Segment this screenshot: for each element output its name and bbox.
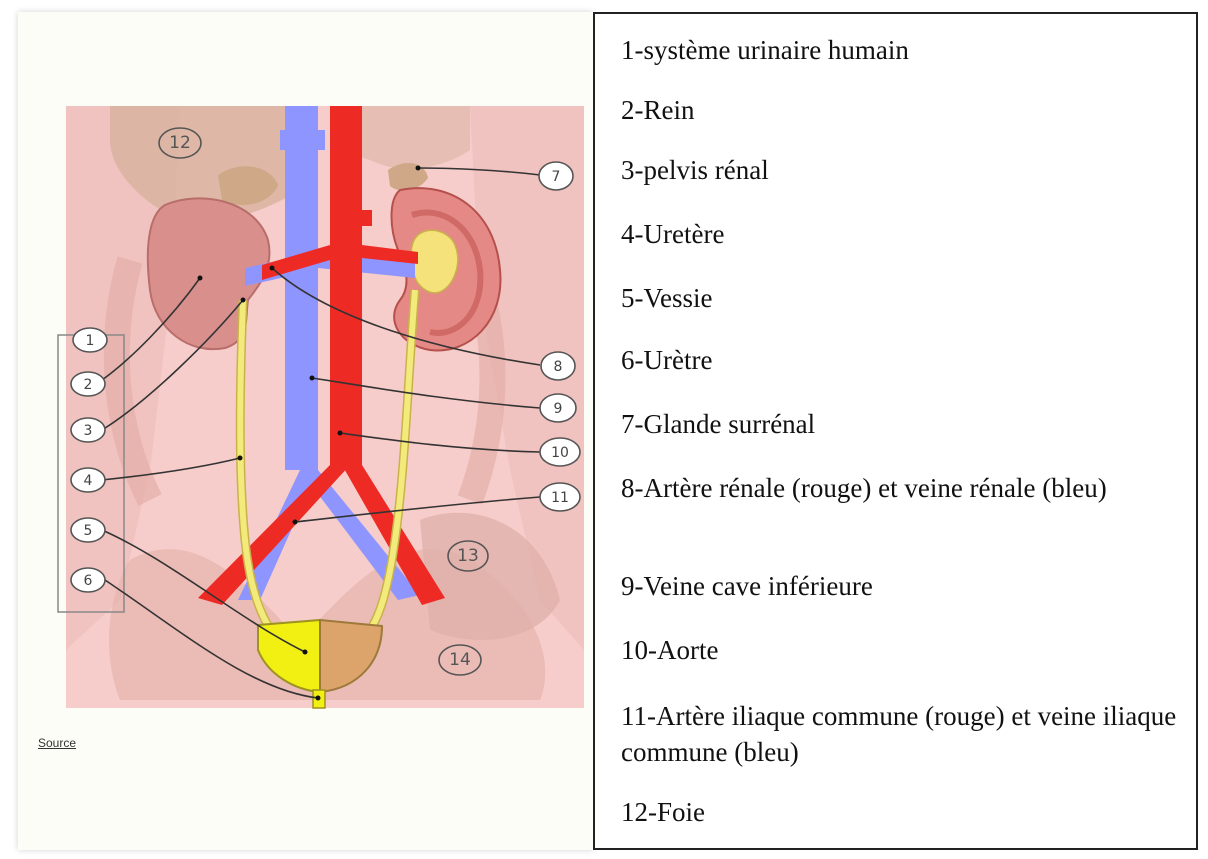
dot-10 <box>338 431 343 436</box>
callout-number: 1 <box>86 333 95 349</box>
aorta <box>330 106 362 470</box>
legend-item-1: 1-système urinaire humain <box>621 32 1181 68</box>
callout-9: 9 <box>540 394 576 422</box>
legend-item-12: 12-Foie <box>621 794 1181 830</box>
callout-4: 4 <box>71 468 105 492</box>
dot-9 <box>310 376 315 381</box>
callout-number: 13 <box>457 546 479 566</box>
dot-3 <box>241 298 246 303</box>
callout-number: 8 <box>554 359 563 375</box>
legend-item-6: 6-Urètre <box>621 342 1181 378</box>
callout-8: 8 <box>541 352 575 380</box>
dot-5 <box>303 650 308 655</box>
dot-2 <box>198 276 203 281</box>
callout-number: 14 <box>449 650 471 670</box>
callout-number: 3 <box>84 423 93 439</box>
callout-7: 7 <box>539 162 573 190</box>
dot-7 <box>416 166 421 171</box>
callout-number: 12 <box>169 133 191 153</box>
dot-8 <box>270 266 275 271</box>
callout-3: 3 <box>71 418 105 442</box>
callout-1: 1 <box>73 328 107 352</box>
legend-item-11: 11-Artère iliaque commune (rouge) et vei… <box>621 698 1181 770</box>
legend-item-10: 10-Aorte <box>621 632 1181 668</box>
legend-item-3: 3-pelvis rénal <box>621 152 1181 188</box>
callout-number: 7 <box>552 169 561 185</box>
dot-4 <box>238 456 243 461</box>
legend-item-4: 4-Uretère <box>621 216 1181 252</box>
legend-item-5: 5-Vessie <box>621 280 1181 316</box>
dot-11 <box>293 520 298 525</box>
callout-number: 5 <box>84 523 93 539</box>
callout-6: 6 <box>71 568 105 592</box>
hepatic-vein <box>280 130 325 150</box>
source-link[interactable]: Source <box>38 736 76 750</box>
legend-item-8: 8-Artère rénale (rouge) et veine rénale … <box>621 470 1181 506</box>
right-renal-pelvis <box>411 230 458 293</box>
callout-10: 10 <box>540 438 580 466</box>
legend-box: 1-système urinaire humain 2-Rein 3-pelvi… <box>593 12 1198 850</box>
inferior-vena-cava <box>285 106 318 470</box>
dot-6 <box>316 696 321 701</box>
celiac-artery <box>336 210 372 226</box>
callout-number: 4 <box>84 473 93 489</box>
callout-number: 6 <box>84 573 93 589</box>
callout-number: 9 <box>554 401 563 417</box>
callout-number: 11 <box>551 490 569 506</box>
callout-2: 2 <box>71 372 105 396</box>
callout-11: 11 <box>540 483 580 511</box>
legend-item-7: 7-Glande surrénal <box>621 406 1181 442</box>
callout-number: 2 <box>84 377 93 393</box>
legend-item-2: 2-Rein <box>621 92 1181 128</box>
callout-number: 10 <box>551 445 569 461</box>
callout-5: 5 <box>71 518 105 542</box>
legend-item-9: 9-Veine cave inférieure <box>621 568 1181 604</box>
